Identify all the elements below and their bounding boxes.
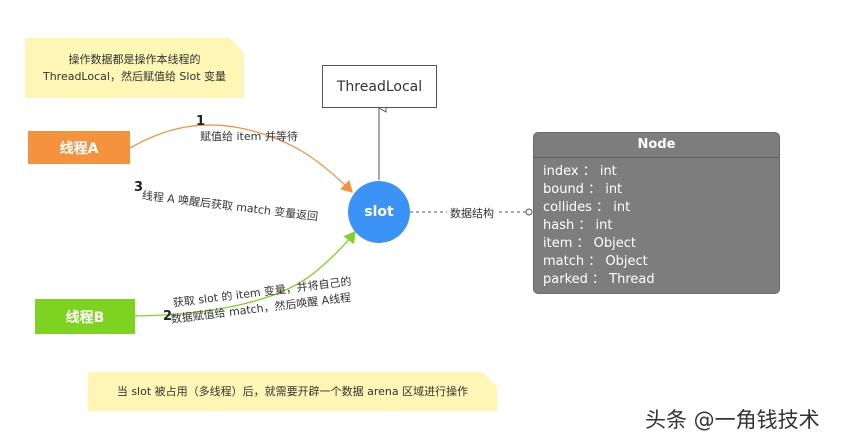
node-class-box: Node index ： int bound ： int collides ： … [533, 132, 780, 294]
bottom-note-text: 当 slot 被占用（多线程）后，就需要开辟一个数据 arena 区域进行操作 [116, 385, 469, 398]
node-field: parked ： Thread [543, 272, 655, 287]
node-field: index ： int [543, 164, 617, 179]
node-field: match ： Object [543, 254, 648, 269]
slot-label: slot [364, 204, 394, 220]
watermark: 头条 @一角钱技术 [645, 408, 820, 432]
node-field: collides ： int [543, 200, 631, 215]
threadlocal-box: ThreadLocal [322, 65, 437, 108]
top-note-line2: ThreadLocal，然后赋值给 Slot 变量 [42, 70, 227, 83]
thread-b-label: 线程B [65, 309, 105, 326]
step1-label: 赋值给 item 并等待 [200, 130, 298, 143]
edge-thread-b-to-slot [134, 230, 356, 317]
step3-number: 3 [134, 180, 144, 195]
threadlocal-label: ThreadLocal [336, 78, 423, 95]
bottom-note: 当 slot 被占用（多线程）后，就需要开辟一个数据 arena 区域进行操作 [88, 372, 497, 411]
step2-number: 2 [163, 309, 173, 324]
top-note: 操作数据都是操作本线程的 ThreadLocal，然后赋值给 Slot 变量 [25, 38, 244, 98]
node-field-list: index ： int bound ： int collides ： int h… [534, 158, 779, 289]
thread-a-label: 线程A [59, 140, 99, 157]
top-note-line1: 操作数据都是操作本线程的 [68, 53, 201, 66]
slot-node: slot [348, 181, 410, 243]
node-field: hash ： int [543, 218, 613, 233]
node-title: Node [534, 133, 779, 158]
thread-a-box: 线程A [28, 131, 130, 164]
node-field: bound ： int [543, 182, 623, 197]
node-field: item ： Object [543, 236, 636, 251]
step1-number: 1 [196, 114, 206, 129]
edge-thread-a-to-slot [129, 124, 353, 193]
edge-node-end-circle [525, 208, 533, 216]
structure-label: 数据结构 [450, 207, 494, 220]
thread-b-box: 线程B [35, 299, 135, 334]
